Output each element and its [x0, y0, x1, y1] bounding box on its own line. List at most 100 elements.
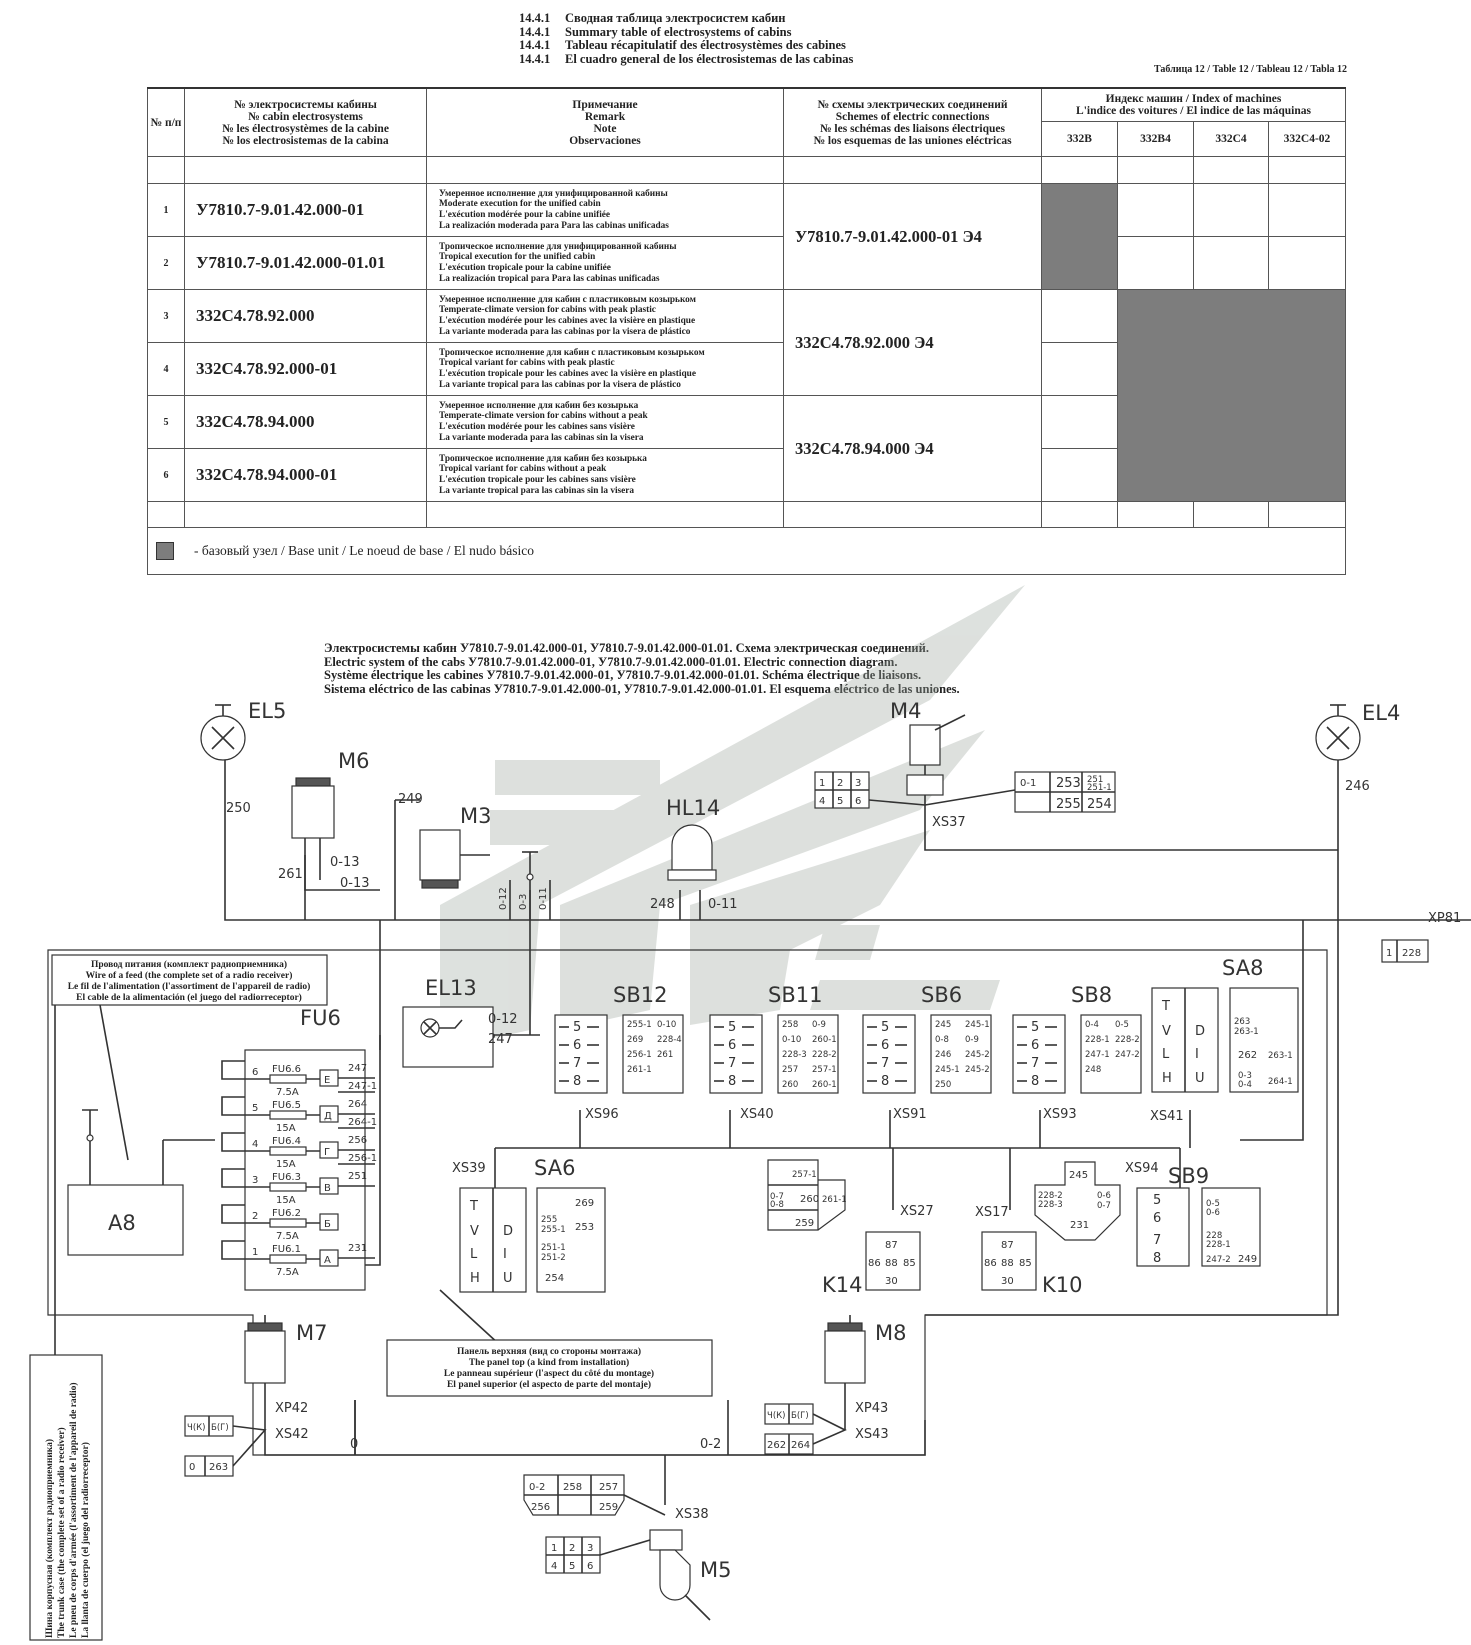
switch-sb9[interactable]: SB9 XS94 5 6 7 8 0-5 0-6 228 228-1 247-2… — [1125, 1161, 1261, 1267]
fuse-rating: 15A — [276, 1159, 296, 1170]
svg-text:259: 259 — [795, 1218, 814, 1229]
svg-text:263: 263 — [1234, 1017, 1250, 1027]
svg-text:30: 30 — [1001, 1276, 1014, 1287]
label-xs42: XS42 — [275, 1427, 309, 1442]
switch-pin: 8 — [881, 1074, 889, 1089]
legend-text: - базовый узел / Base unit / Le noeud de… — [194, 543, 535, 559]
svg-text:86: 86 — [984, 1258, 997, 1269]
svg-text:The panel top (a kind from ins: The panel top (a kind from installation) — [469, 1357, 629, 1368]
svg-text:262: 262 — [767, 1440, 786, 1451]
fuse-rating: 15A — [276, 1123, 296, 1134]
table-row: 6 332C4.78.94.000-01 Тропическое исполне… — [147, 448, 1346, 502]
svg-text:V: V — [1162, 1024, 1171, 1039]
switch-pin: 257 — [782, 1065, 798, 1075]
relay-k10[interactable]: 87 86 88 85 30 K10 — [981, 1231, 1083, 1297]
table-row-empty — [147, 501, 1346, 528]
svg-text:5: 5 — [837, 796, 843, 807]
switch-pin: 7 — [1031, 1056, 1039, 1071]
svg-text:2: 2 — [569, 1543, 575, 1554]
speaker-m7[interactable]: M7 XP42 XS42 Ч(К) Б(Г) 0 263 0 — [184, 1321, 358, 1477]
connector-xs38[interactable]: 0-2 258 257 256 259 XS38 — [523, 1474, 709, 1522]
lamp-hl14[interactable]: HL14 248 0-11 — [650, 796, 738, 912]
svg-text:248: 248 — [650, 897, 675, 912]
fuse-label: FU6.2 — [272, 1208, 301, 1219]
svg-text:Ч(К): Ч(К) — [767, 1411, 786, 1421]
label-m4: M4 — [890, 699, 921, 723]
svg-text:255: 255 — [1056, 797, 1081, 812]
svg-text:The trunk case (the complete s: The trunk case (the complete set of a ra… — [56, 1427, 67, 1638]
lamp-el5[interactable]: EL5 250 — [200, 699, 286, 816]
switch-pin: 6 — [728, 1038, 736, 1053]
connector-xp81[interactable]: XP81 1 228 — [1381, 911, 1471, 963]
svg-text:253: 253 — [1056, 776, 1081, 791]
svg-text:Шина корпусная (комплект радио: Шина корпусная (комплект радиоприемника) — [44, 1439, 55, 1638]
switch-pin: 260-1 — [812, 1080, 837, 1090]
svg-text:D: D — [1195, 1024, 1205, 1039]
switch-pin: 0-8 — [935, 1035, 949, 1045]
label-xp81: XP81 — [1428, 911, 1461, 926]
motor-m4[interactable]: M4 XS37 — [890, 699, 966, 830]
svg-text:0-12: 0-12 — [498, 887, 509, 910]
svg-text:261: 261 — [278, 867, 303, 882]
base-unit-cell — [1117, 289, 1346, 502]
switch-sa8[interactable]: SA8 T V L H D I U 263 263-1 262 263-1 0-… — [1150, 956, 1299, 1124]
col-header-machine: 332C4-02 — [1268, 121, 1346, 157]
switch-pin: 245-2 — [965, 1065, 990, 1075]
table-row-empty — [147, 156, 1346, 184]
fuse-number: 5 — [252, 1103, 258, 1114]
col-header-num: № п/п — [147, 87, 185, 157]
connector-xs17[interactable]: 245 228-2 228-3 0-6 0-7 231 XS17 — [975, 1161, 1121, 1241]
fuse-wire: 256-1 — [348, 1153, 377, 1164]
svg-text:251-2: 251-2 — [541, 1253, 566, 1263]
switch-pin: 245-1 — [965, 1020, 990, 1030]
connector-xs27[interactable]: 257-1 0-7 0-8 260 261-1 259 XS27 — [767, 1159, 934, 1231]
motor-m3[interactable]: M3 249 — [398, 792, 491, 889]
svg-text:253: 253 — [575, 1222, 594, 1233]
label-xs41: XS41 — [1150, 1109, 1184, 1124]
svg-text:249: 249 — [1238, 1254, 1257, 1265]
svg-text:8: 8 — [1153, 1251, 1161, 1266]
fuse-wire: 256 — [348, 1135, 367, 1146]
fuse-block-fu6[interactable]: FU6 FU6.67.5A6E247247-1FU6.515A5Д264264-… — [221, 1006, 377, 1291]
switch-pin: 248 — [1085, 1065, 1101, 1075]
fuse-pin: А — [324, 1255, 331, 1266]
svg-text:4: 4 — [551, 1561, 557, 1572]
col-header-machine: 332B4 — [1117, 121, 1194, 157]
lamp-el4[interactable]: EL4 246 — [1315, 701, 1400, 794]
fuse-rating: 15A — [276, 1195, 296, 1206]
svg-text:6: 6 — [855, 796, 861, 807]
label-xs93: XS93 — [1043, 1107, 1077, 1122]
svg-text:259: 259 — [599, 1502, 618, 1513]
switch-sa6[interactable]: SA6 XS39 T V L H D I U 269 255 255-1 253… — [452, 1156, 606, 1293]
svg-text:254: 254 — [1087, 797, 1112, 812]
svg-text:0-11: 0-11 — [708, 897, 738, 912]
speaker-m8[interactable]: M8 XP43 XS43 Ч(К) Б(Г) 262 264 0-2 — [700, 1321, 906, 1455]
svg-text:256: 256 — [531, 1502, 550, 1513]
switch-pin: 0-4 — [1085, 1020, 1099, 1030]
switch-pin: 255-1 — [627, 1020, 652, 1030]
switch-pin: 245-2 — [965, 1050, 990, 1060]
motor-m6[interactable]: M6 261 0-13 0-13 — [278, 749, 380, 891]
diagram-title: Электросистемы кабин У7810.7-9.01.42.000… — [324, 641, 960, 696]
lamp-el13[interactable]: EL13 0-12 247 — [402, 976, 518, 1068]
svg-text:6: 6 — [1153, 1211, 1161, 1226]
svg-text:87: 87 — [885, 1240, 898, 1251]
radio-a8[interactable]: A8 — [67, 1109, 215, 1256]
svg-text:264: 264 — [791, 1440, 810, 1451]
svg-text:247-2: 247-2 — [1206, 1255, 1231, 1265]
switch-pin: 6 — [881, 1038, 889, 1053]
switch-pin: 245 — [935, 1020, 951, 1030]
switch-pin: 228-2 — [1115, 1035, 1140, 1045]
relay-k14[interactable]: 87 86 88 85 30 K14 — [822, 1231, 921, 1297]
